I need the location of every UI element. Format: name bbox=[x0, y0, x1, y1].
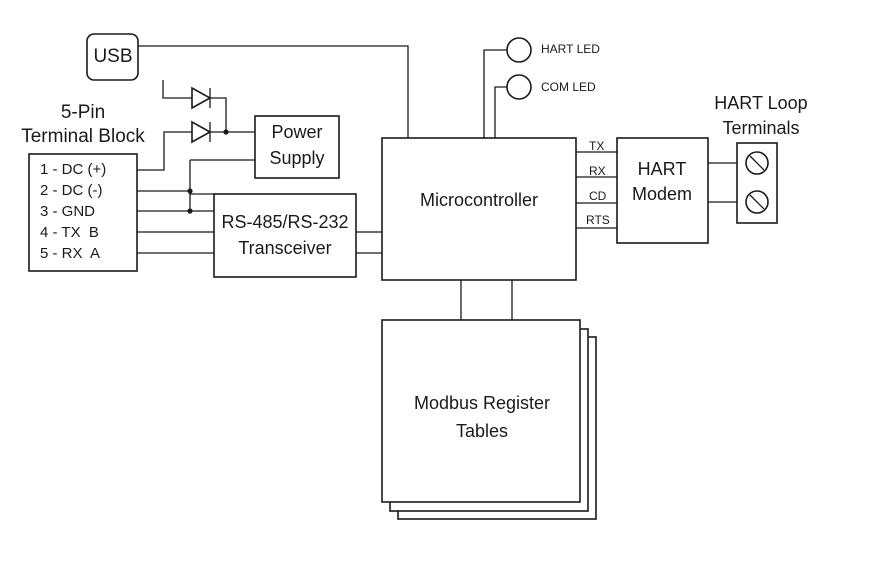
hart-loop-label-1: HART Loop bbox=[714, 93, 808, 113]
hart-loop-terminals bbox=[736, 142, 778, 224]
hart-led-wire bbox=[483, 49, 507, 138]
page-front bbox=[381, 319, 581, 503]
junctions bbox=[187, 129, 229, 214]
hart-led-label: HART LED bbox=[541, 42, 600, 56]
rx-signal-label: RX bbox=[589, 164, 606, 178]
microcontroller-label: Microcontroller bbox=[419, 190, 539, 210]
pin-1-label: 1 - DC (+) bbox=[40, 161, 107, 178]
usb-to-micro-wire bbox=[138, 45, 409, 138]
hart-modem-box bbox=[616, 137, 709, 244]
modbus-label-2: Tables bbox=[455, 421, 509, 441]
hart-loop-label-2: Terminals bbox=[722, 118, 800, 138]
junction-dot bbox=[187, 208, 193, 214]
com-led-label: COM LED bbox=[541, 80, 596, 94]
modbus-label-1: Modbus Register bbox=[413, 393, 551, 413]
transceiver-box bbox=[213, 193, 357, 278]
power-supply-label-1: Power bbox=[271, 122, 323, 142]
power-supply-box bbox=[254, 115, 340, 179]
diode1-out-wire bbox=[210, 97, 227, 132]
hart-modem-label-1: HART bbox=[637, 159, 687, 179]
screw-slot bbox=[749, 194, 765, 210]
terminal-block-title-2: Terminal Block bbox=[21, 126, 145, 147]
cd-signal-label: CD bbox=[589, 189, 607, 203]
diode-upper bbox=[191, 86, 212, 110]
tx-signal-label: TX bbox=[589, 139, 605, 153]
usb-label: USB bbox=[93, 46, 133, 67]
screw-slot bbox=[749, 155, 765, 171]
modbus-tables-stack bbox=[381, 319, 597, 520]
power-supply-label-2: Supply bbox=[269, 148, 325, 168]
usb-box bbox=[86, 33, 139, 81]
pin-3-label: 3 - GND bbox=[40, 203, 96, 220]
hart-modem-label-2: Modem bbox=[631, 184, 693, 204]
rts-signal-label: RTS bbox=[586, 213, 610, 227]
usb-to-diode-wire bbox=[162, 80, 192, 99]
hart-led-icon bbox=[506, 37, 532, 63]
diode-lower bbox=[191, 120, 212, 144]
com-led-wire bbox=[494, 86, 507, 138]
transceiver-label-2: Transceiver bbox=[238, 238, 332, 258]
terminal-block-title-1: 5-Pin bbox=[60, 102, 106, 123]
wires bbox=[137, 45, 741, 320]
terminal-block-box bbox=[28, 153, 138, 272]
gnd-to-transceiver-wire bbox=[189, 191, 214, 195]
junction-dot bbox=[223, 129, 229, 135]
transceiver-label-1: RS-485/RS-232 bbox=[221, 212, 349, 232]
pin-4-label: 4 - TX B bbox=[40, 224, 99, 241]
pin-2-label: 2 - DC (-) bbox=[40, 182, 103, 199]
pin1-to-diode-wire bbox=[137, 131, 192, 171]
com-led-icon bbox=[506, 74, 532, 100]
junction-dot bbox=[187, 188, 193, 194]
pin-5-label: 5 - RX A bbox=[40, 245, 101, 262]
microcontroller-box bbox=[381, 137, 577, 281]
